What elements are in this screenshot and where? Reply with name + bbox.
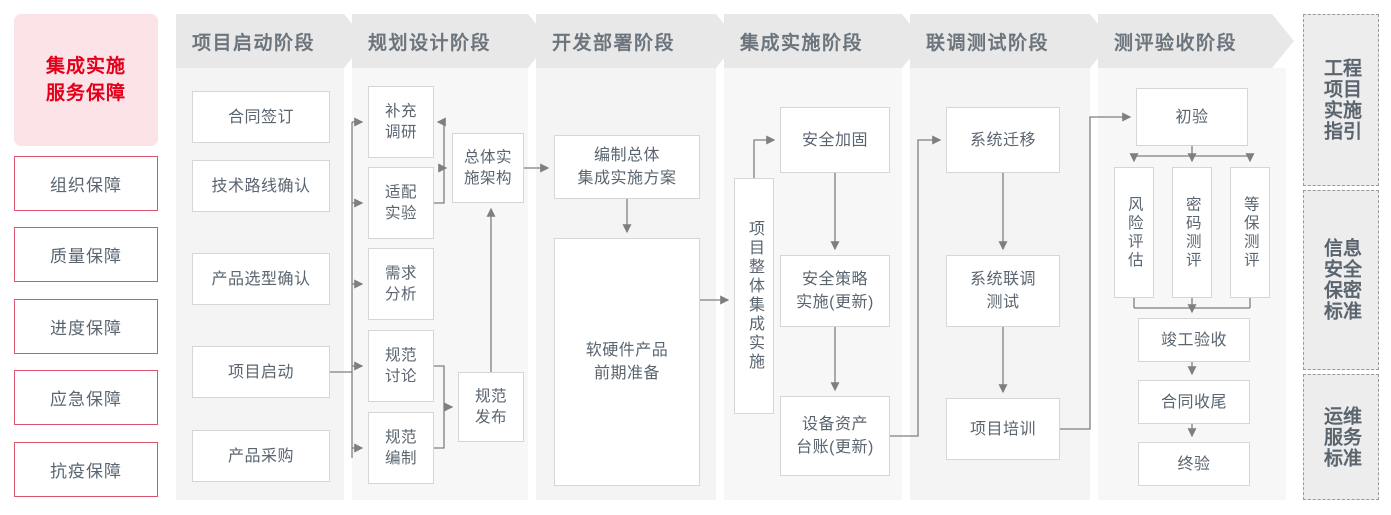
node-system-migration[interactable]: 系统迁移 [946,107,1060,173]
node-completion-acceptance[interactable]: 竣工验收 [1138,318,1250,362]
right-panel-col-left: 工项实指 [1321,58,1342,142]
node-label: 安全策略 实施(更新) [796,271,874,311]
node-label: 密码测评 [1183,195,1201,270]
phase-header-jointtest: 联调测试阶段 [910,14,1112,68]
node-initial-acceptance[interactable]: 初验 [1136,88,1248,146]
node-label: 等保测评 [1241,195,1259,270]
node-label: 系统迁移 [969,131,1036,149]
phase-header-dev: 开发部署阶段 [536,14,738,68]
node-security-hardening[interactable]: 安全加固 [780,107,890,173]
node-label: 编制总体 集成实施方案 [577,147,677,187]
node-grade-evaluation[interactable]: 等保测评 [1230,167,1270,298]
left-item-label: 抗疫保障 [50,462,122,481]
node-contract-sign[interactable]: 合同签订 [192,91,330,143]
node-system-joint-test[interactable]: 系统联调 测试 [946,255,1060,327]
phase-header-planning: 规划设计阶段 [352,14,550,68]
node-overall-integration[interactable]: 项目整体集成实施 [734,178,774,414]
left-title-line-2: 服务保障 [45,83,126,104]
right-panel-col-right: 程目施引 [1340,58,1361,142]
left-title-line-1: 集成实施 [45,56,126,77]
node-supplement-research[interactable]: 补充 调研 [368,86,434,158]
node-label: 系统联调 测试 [969,271,1036,311]
node-crypto-evaluation[interactable]: 密码测评 [1172,167,1212,298]
node-tech-route[interactable]: 技术路线确认 [192,160,330,212]
node-final-acceptance[interactable]: 终验 [1138,442,1250,486]
node-asset-ledger[interactable]: 设备资产 台账(更新) [780,396,890,476]
node-label: 产品选型确认 [211,270,311,288]
node-spec-release[interactable]: 规范 发布 [458,372,524,442]
node-label: 适配 实验 [384,184,417,222]
left-panel-title: 集成实施 服务保障 [14,14,158,146]
node-label: 项目整体集成实施 [746,220,763,372]
node-label: 软硬件产品 前期准备 [585,342,669,382]
left-item-quality[interactable]: 质量保障 [14,227,158,282]
node-product-purchase[interactable]: 产品采购 [192,430,330,482]
node-label: 规范 编制 [384,429,417,467]
phase-header-label: 项目启动阶段 [192,32,316,54]
node-label: 规范 发布 [474,388,507,426]
node-label: 补充 调研 [384,103,417,141]
left-item-organization[interactable]: 组织保障 [14,156,158,211]
right-panel-col-right: 维务准 [1340,405,1361,469]
node-security-policy[interactable]: 安全策略 实施(更新) [780,255,890,327]
node-label: 合同签订 [227,108,294,126]
right-panel-ops-standard[interactable]: 维务准 运服标 [1303,374,1379,500]
right-panel-col-left: 信安保标 [1321,238,1342,322]
node-project-kickoff[interactable]: 项目启动 [192,346,330,398]
node-label: 需求 分析 [384,265,417,303]
node-adapt-experiment[interactable]: 适配 实验 [368,167,434,239]
left-item-label: 质量保障 [50,247,122,266]
phase-header-label: 规划设计阶段 [368,32,492,54]
right-panel-engineering-guide[interactable]: 程目施引 工项实指 [1303,14,1379,186]
phase-header-label: 联调测试阶段 [926,32,1050,54]
phase-header-label: 集成实施阶段 [740,32,864,54]
node-compile-overall-plan[interactable]: 编制总体 集成实施方案 [554,135,700,199]
node-label: 产品采购 [227,447,294,465]
phase-header-label: 开发部署阶段 [552,32,676,54]
left-item-emergency[interactable]: 应急保障 [14,370,158,425]
phase-header-start: 项目启动阶段 [176,14,366,68]
node-label: 总体实 施架构 [463,149,512,187]
node-label: 项目培训 [969,420,1036,438]
node-risk-assessment[interactable]: 风险评估 [1114,167,1154,298]
node-label: 终验 [1177,455,1211,473]
node-label: 设备资产 台账(更新) [796,416,874,456]
node-label: 合同收尾 [1160,393,1227,411]
left-item-label: 进度保障 [50,319,122,338]
node-label: 项目启动 [227,363,294,381]
node-product-select[interactable]: 产品选型确认 [192,253,330,305]
left-item-label: 组织保障 [50,176,122,195]
node-requirement-analysis[interactable]: 需求 分析 [368,248,434,320]
right-panel-security-standard[interactable]: 息全密准 信安保标 [1303,190,1379,370]
left-item-schedule[interactable]: 进度保障 [14,299,158,354]
phase-header-acceptance: 测评验收阶段 [1098,14,1294,68]
node-hw-sw-prep[interactable]: 软硬件产品 前期准备 [554,238,700,486]
left-item-label: 应急保障 [50,390,122,409]
node-label: 规范 讨论 [384,347,417,385]
phase-header-integration: 集成实施阶段 [724,14,924,68]
node-label: 技术路线确认 [211,177,311,195]
node-spec-drafting[interactable]: 规范 编制 [368,412,434,484]
left-item-epidemic[interactable]: 抗疫保障 [14,442,158,497]
node-label: 竣工验收 [1160,331,1227,349]
node-project-training[interactable]: 项目培训 [946,398,1060,460]
node-label: 初验 [1175,108,1209,126]
node-overall-architecture[interactable]: 总体实 施架构 [452,133,524,203]
right-panel-col-left: 运服标 [1321,405,1342,469]
node-label: 风险评估 [1125,195,1143,270]
node-contract-closure[interactable]: 合同收尾 [1138,380,1250,424]
node-label: 安全加固 [801,131,868,149]
node-spec-discussion[interactable]: 规范 讨论 [368,330,434,402]
phase-header-label: 测评验收阶段 [1114,32,1238,54]
right-panel-col-right: 息全密准 [1340,238,1361,322]
